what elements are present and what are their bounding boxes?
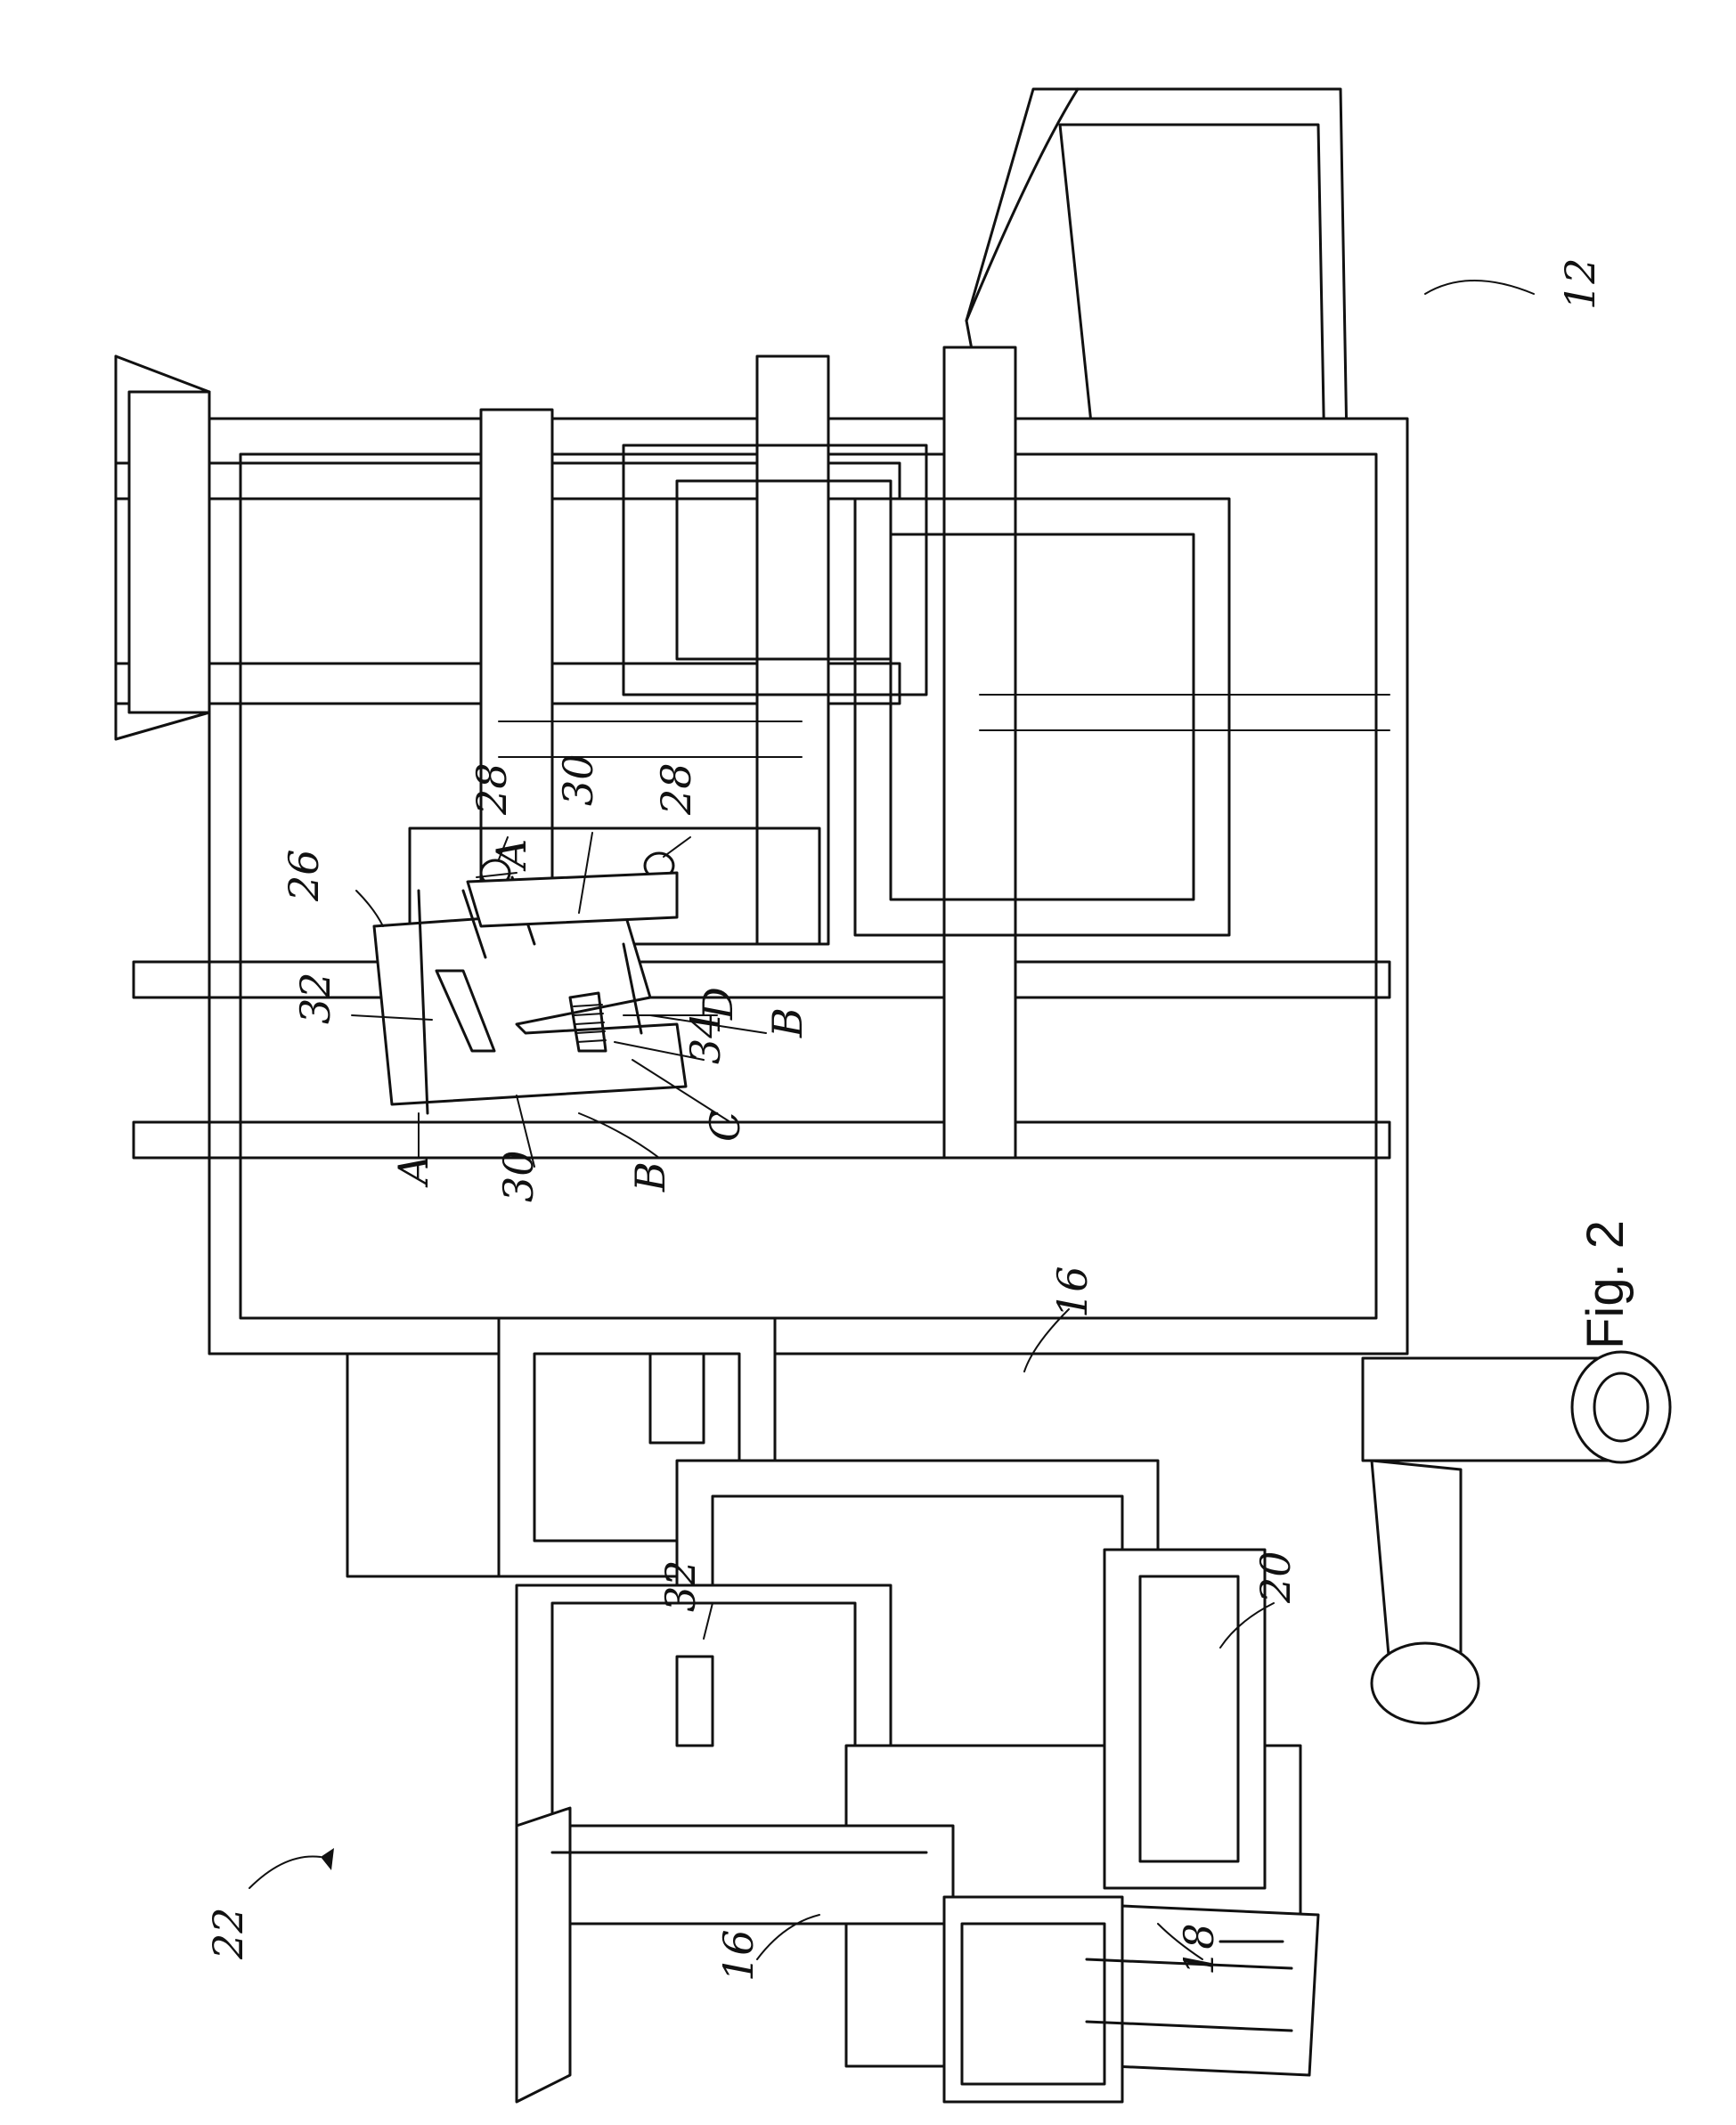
ref-28-bottom: 28 — [652, 762, 700, 816]
ref-30-top: 30 — [554, 753, 602, 806]
figure-caption: Fig. 2 — [1577, 1220, 1634, 1349]
ref-22: 22 — [204, 1907, 252, 1960]
ref-26: 26 — [280, 849, 328, 902]
ref-32-carriage: 32 — [656, 1559, 705, 1612]
ref-12: 12 — [1556, 257, 1604, 310]
ref-B-bottom: B — [626, 1161, 674, 1193]
carriage-assembly-22 — [347, 1318, 1318, 2102]
ref-A-top: A — [487, 839, 535, 872]
ref-16-bottom: 16 — [714, 1929, 762, 1982]
ref-18: 18 — [1175, 1923, 1223, 1975]
ref-30-bottom: 30 — [494, 1150, 542, 1202]
ref-B-top: B — [763, 1007, 811, 1038]
ref-A-bottom: A — [389, 1155, 437, 1188]
ref-20: 20 — [1251, 1551, 1300, 1604]
ref-C: C — [701, 1111, 749, 1142]
ref-28-top: 28 — [468, 762, 516, 816]
ref-32-plate: 32 — [291, 972, 339, 1024]
ref-16-top: 16 — [1048, 1266, 1096, 1318]
